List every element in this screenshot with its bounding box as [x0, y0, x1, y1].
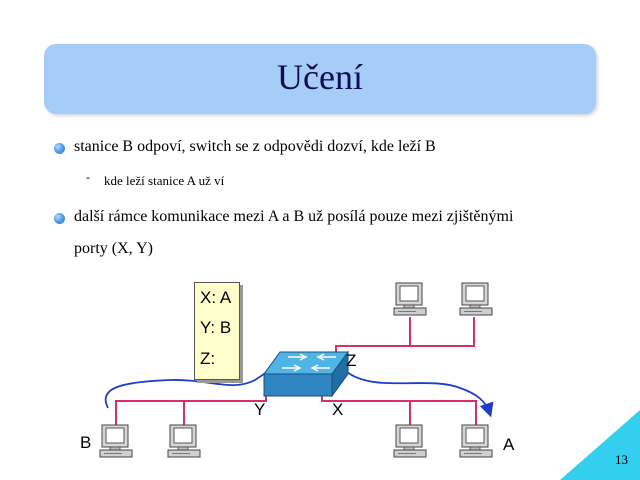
bullet-text-2: další rámce komunikace mezi A a B už pos…: [74, 208, 514, 225]
bullet-text-2-continuation: porty (X, Y): [74, 240, 153, 257]
subbullet-text-1: kde leží stanice A už ví: [104, 173, 225, 188]
mac-table-row: Y: B: [200, 318, 232, 337]
computer-icon: [167, 424, 201, 458]
slide-title: Učení: [277, 57, 363, 97]
dash-icon: -: [86, 170, 90, 184]
computer-icon: [99, 424, 133, 458]
computer-icon: [459, 282, 493, 316]
port-label-y: Y: [254, 400, 265, 419]
station-label-a: A: [503, 435, 515, 454]
computer-icon: [459, 424, 493, 458]
title-box: Učení: [44, 44, 596, 114]
mac-table-row: Z:: [200, 349, 216, 368]
computer-icon: [393, 424, 427, 458]
mac-table: X: A Y: B Z:: [194, 282, 240, 380]
bullet-icon: [54, 213, 65, 224]
page-number: 13: [615, 452, 628, 467]
station-label-b: B: [80, 433, 91, 452]
port-label-x: X: [332, 400, 343, 419]
computer-icon: [393, 282, 427, 316]
bullet-text-1: stanice B odpoví, switch se z odpovědi d…: [74, 138, 436, 155]
mac-table-row: X: A: [200, 288, 232, 307]
corner-decoration: [560, 410, 640, 480]
switch-icon: [263, 350, 349, 398]
port-label-z: Z: [346, 351, 356, 370]
bullet-icon: [54, 143, 65, 154]
